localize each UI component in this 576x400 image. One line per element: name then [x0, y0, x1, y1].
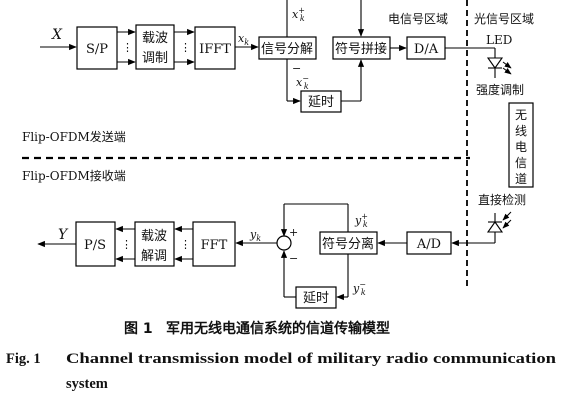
caption-en-prefix: Fig. 1: [6, 351, 41, 367]
carrier-mod-line2: 调制: [142, 51, 168, 66]
wireless-channel-block: [508, 102, 534, 188]
symbol-separate-label: 符号分离: [322, 236, 374, 252]
tx-input-label: X: [51, 27, 63, 43]
yk-plus-label: y+k: [354, 212, 368, 229]
summer-plus-label: +: [289, 226, 298, 239]
carrier-demod-line1: 载波: [141, 229, 167, 244]
electrical-region-label: 电信号区域: [388, 12, 448, 26]
ifft-label: IFFT: [199, 42, 231, 57]
symbol-combine-label: 符号拼接: [335, 41, 387, 57]
sp-block: [76, 26, 118, 70]
intensity-mod-label: 强度调制: [476, 82, 524, 97]
receiver-chain: Flip-OFDM接收端 A/D 符号分离 y+k y−k 延时 + − y: [22, 168, 495, 309]
xk-label: xk: [238, 32, 249, 47]
caption-en-line2: system: [66, 376, 108, 392]
minus-sign-label: −: [292, 62, 301, 75]
xk-plus-label: x+k: [292, 6, 305, 23]
carrier-demod-line2: 解调: [141, 249, 167, 264]
optical-region-label: 光信号区域: [474, 12, 534, 26]
fft-block: [192, 221, 236, 267]
carrier-mod-block: [135, 24, 175, 70]
xk-minus-label: x−k: [296, 74, 309, 91]
caption-cn-text: 军用无线电通信系统的信道传输模型: [166, 320, 390, 337]
wireless-channel-char-5: 道: [515, 172, 527, 186]
sp-label: S/P: [86, 42, 108, 57]
tx-delay-label: 延时: [308, 95, 334, 110]
carrier-mod-line1: 载波: [142, 31, 168, 46]
direct-detect-label: 直接检测: [478, 192, 526, 207]
fft-demod-dots: ⋮: [180, 238, 191, 251]
demod-ps-dots: ⋮: [121, 238, 132, 251]
rx-delay-label: 延时: [303, 291, 329, 306]
mod-ifft-dots: ⋮: [180, 41, 191, 54]
ad-label: A/D: [416, 237, 441, 252]
rx-output-label: Y: [58, 227, 69, 243]
signal-split-label: 信号分解: [261, 42, 313, 57]
wireless-channel-char-1: 无: [515, 108, 527, 122]
ifft-block: [194, 26, 236, 70]
tx-region-label: Flip-OFDM发送端: [22, 129, 126, 144]
led-icon: [486, 57, 512, 78]
caption-cn-number: 图 1: [124, 321, 153, 337]
ps-label: P/S: [84, 238, 106, 253]
fft-label: FFT: [201, 238, 228, 253]
da-label: D/A: [414, 42, 439, 57]
led-label: LED: [486, 33, 512, 47]
caption-en-line1: Channel transmission model of military r…: [66, 351, 556, 367]
photodiode-icon: [486, 211, 512, 243]
figure-caption: 图 1 军用无线电通信系统的信道传输模型 Fig. 1 Channel tran…: [6, 320, 556, 392]
sp-mod-dots: ⋮: [122, 41, 133, 54]
yk-label: yk: [249, 228, 261, 243]
wireless-channel-char-4: 信: [515, 156, 527, 170]
wireless-channel-char-2: 线: [515, 124, 527, 138]
carrier-demod-block: [134, 221, 175, 267]
transmitter-chain: X S/P ⋮ 载波 调制 ⋮ IFFT xk 信号分解 x+k − x−: [22, 0, 496, 144]
summer-minus-label: −: [289, 252, 298, 265]
wireless-channel-char-3: 电: [515, 140, 527, 154]
rx-region-label: Flip-OFDM接收端: [22, 168, 126, 183]
yk-minus-label: y−k: [352, 280, 366, 297]
channel-section: 电信号区域 光信号区域 LED 强度调制 无 线 电 信 道 直接检测: [388, 0, 534, 290]
